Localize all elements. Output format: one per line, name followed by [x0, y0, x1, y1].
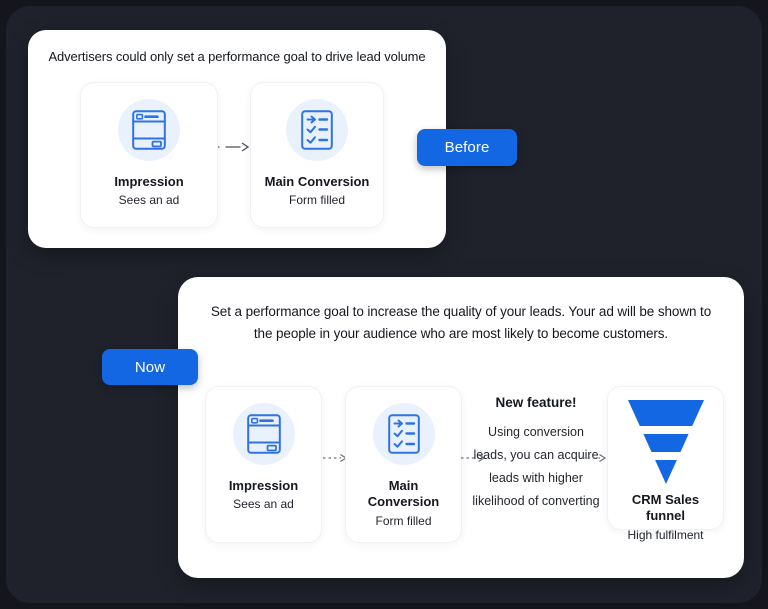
- canvas-background: Advertisers could only set a performance…: [6, 6, 762, 603]
- before-title: Advertisers could only set a performance…: [48, 49, 426, 64]
- new-feature-body: Using conversion leads, you can acquire …: [472, 425, 600, 509]
- now-badge: Now: [102, 349, 198, 385]
- step-main-conversion-now: Main Conversion Form filled: [345, 386, 462, 543]
- before-card: Advertisers could only set a performance…: [28, 30, 446, 248]
- new-feature-note: New feature! Using conversion leads, you…: [472, 395, 600, 514]
- new-feature-heading: New feature!: [495, 395, 577, 410]
- step-main-conversion-before: Main Conversion Form filled: [250, 82, 384, 228]
- arrow-right-icon: [582, 453, 607, 463]
- now-card: Set a performance goal to increase the q…: [178, 277, 744, 578]
- step-sublabel: Sees an ad: [118, 193, 180, 208]
- step-label: Main Conversion: [367, 478, 440, 510]
- step-impression-before: Impression Sees an ad: [80, 82, 218, 228]
- step-label: CRM Sales funnel: [631, 492, 700, 524]
- icon-circle: [286, 99, 348, 161]
- ad-window-icon: [132, 110, 166, 150]
- step-sublabel: High fulfilment: [627, 527, 704, 542]
- checklist-icon: [301, 110, 333, 150]
- step-sublabel: Form filled: [288, 193, 345, 208]
- step-label: Impression: [228, 478, 299, 493]
- step-impression-now: Impression Sees an ad: [205, 386, 322, 543]
- checklist-icon: [387, 414, 420, 454]
- ad-window-icon: [246, 414, 281, 454]
- funnel-icon: [627, 400, 704, 484]
- icon-circle: [372, 403, 435, 465]
- step-label: Impression: [114, 174, 184, 189]
- arrow-right-icon: [218, 142, 250, 152]
- step-label: Main Conversion: [264, 174, 370, 189]
- before-badge: Before: [417, 129, 517, 166]
- icon-circle: [232, 403, 295, 465]
- step-sublabel: Sees an ad: [233, 497, 294, 512]
- icon-circle: [118, 99, 180, 161]
- now-description: Set a performance goal to increase the q…: [210, 304, 712, 341]
- step-sublabel: Form filled: [375, 513, 432, 528]
- arrow-right-icon: [461, 453, 486, 463]
- step-crm-funnel: CRM Sales funnel High fulfilment: [607, 386, 724, 542]
